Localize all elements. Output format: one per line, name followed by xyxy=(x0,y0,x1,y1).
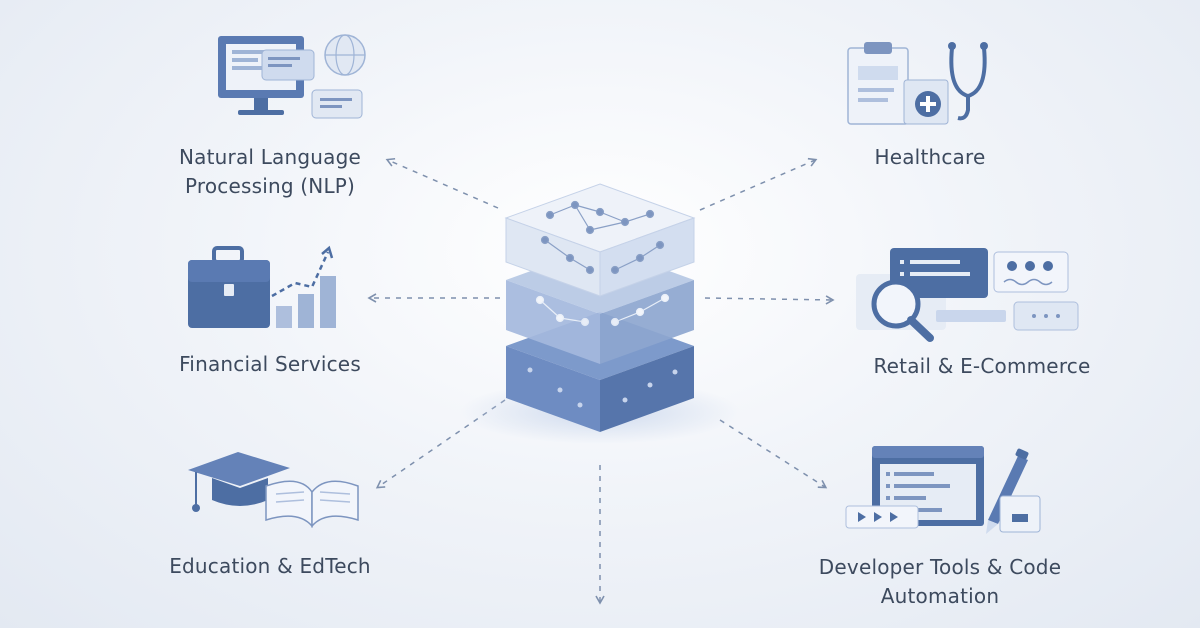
label-devtools: Developer Tools & Code Automation xyxy=(790,553,1090,611)
label-healthcare: Healthcare xyxy=(800,143,1060,172)
arrow-to-nlp xyxy=(385,157,499,209)
label-finance-line-1: Financial Services xyxy=(179,352,361,376)
graduation-cap-book-icon xyxy=(188,452,359,528)
code-editor-pencil-icon xyxy=(845,446,1041,534)
arrow-to-devtools xyxy=(719,419,828,489)
label-retail: Retail & E-Commerce xyxy=(832,352,1132,381)
label-retail-line-1: Retail & E-Commerce xyxy=(873,354,1091,378)
clipboard-stethoscope-icon xyxy=(847,42,988,125)
computer-chat-globe-icon xyxy=(218,34,366,119)
label-education-line-1: Education & EdTech xyxy=(169,554,371,578)
label-nlp: Natural Language Processing (NLP) xyxy=(140,143,400,201)
label-devtools-line-2: Automation xyxy=(880,584,1000,608)
briefcase-growth-chart-icon xyxy=(188,245,336,328)
hub-layer-top xyxy=(504,183,696,297)
label-finance: Financial Services xyxy=(140,350,400,379)
label-nlp-line-1: Natural Language xyxy=(178,145,362,169)
label-devtools-line-1: Developer Tools & Code xyxy=(818,555,1062,579)
magnifier-product-reviews-icon xyxy=(856,248,1079,342)
label-nlp-line-2: Processing (NLP) xyxy=(184,174,356,198)
label-education: Education & EdTech xyxy=(140,552,400,581)
label-healthcare-line-1: Healthcare xyxy=(874,145,986,169)
